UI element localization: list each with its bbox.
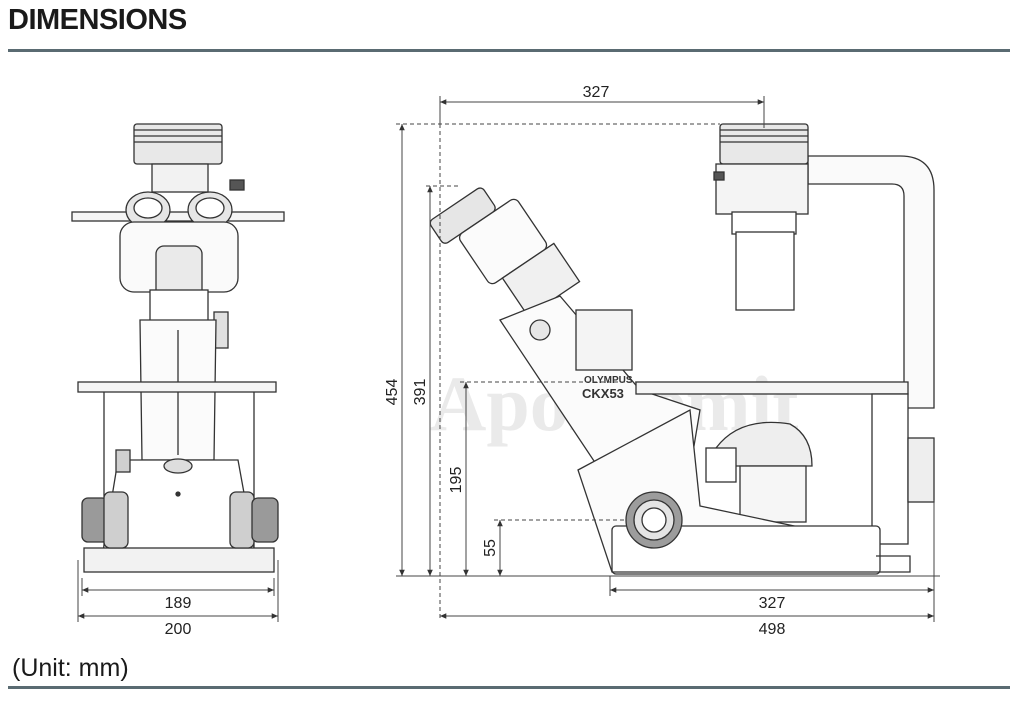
front-dimension-lines [77, 560, 279, 622]
side-total-height-label: 454 [384, 379, 401, 406]
side-base-depth-label: 327 [759, 595, 786, 612]
side-top-width-label: 327 [583, 84, 610, 101]
front-view-microscope [71, 123, 285, 573]
front-width-outer-label: 200 [165, 621, 192, 638]
front-width-inner-label: 189 [165, 595, 192, 612]
side-stage-height-label: 195 [448, 467, 465, 494]
unit-note: (Unit: mm) [12, 654, 129, 682]
side-dimension-lines [396, 96, 940, 622]
model-label: CKX53 [582, 386, 624, 401]
side-eyepiece-height-label: 391 [412, 379, 429, 406]
footer-divider [8, 686, 1010, 689]
page-title: DIMENSIONS [8, 4, 187, 36]
side-view-microscope [429, 123, 935, 575]
side-knob-height-label: 55 [482, 539, 499, 557]
brand-label: OLYMPUS [584, 375, 633, 386]
title-divider [8, 49, 1010, 52]
side-total-depth-label: 498 [759, 621, 786, 638]
